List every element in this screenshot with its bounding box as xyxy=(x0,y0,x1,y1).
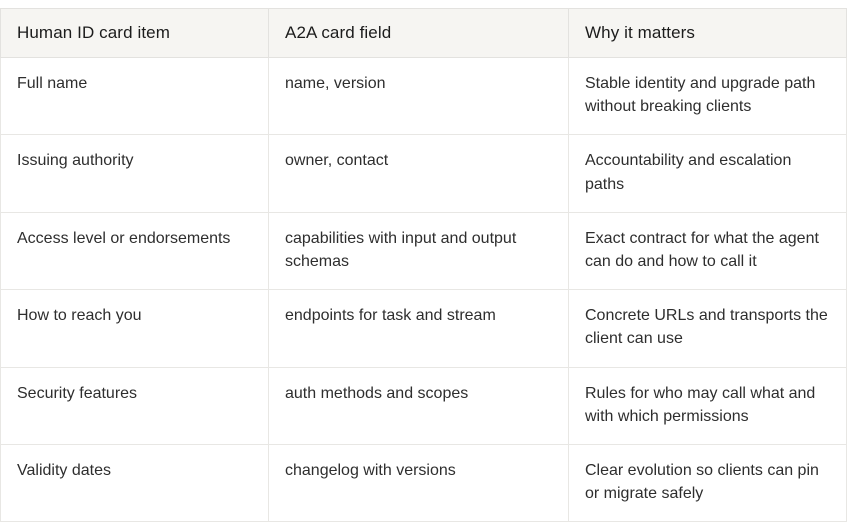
column-header-a2a-card-field: A2A card field xyxy=(268,8,569,58)
column-header-why-it-matters: Why it matters xyxy=(568,8,847,58)
cell-field: auth methods and scopes xyxy=(268,367,569,445)
cell-why: Concrete URLs and transports the client … xyxy=(568,289,847,368)
cell-why: Accountability and escalation paths xyxy=(568,134,847,213)
cell-why: Stable identity and upgrade path without… xyxy=(568,57,847,136)
cell-field: name, version xyxy=(268,57,569,136)
cell-field: changelog with versions xyxy=(268,444,569,522)
table-row: Validity dates changelog with versions C… xyxy=(0,444,847,522)
cell-field: endpoints for task and stream xyxy=(268,289,569,368)
cell-why: Exact contract for what the agent can do… xyxy=(568,212,847,291)
table-container: Human ID card item A2A card field Why it… xyxy=(0,8,847,522)
cell-item: Full name xyxy=(0,57,269,136)
table-row: Access level or endorsements capabilitie… xyxy=(0,212,847,291)
table-row: How to reach you endpoints for task and … xyxy=(0,289,847,368)
table-row: Security features auth methods and scope… xyxy=(0,367,847,445)
cell-item: How to reach you xyxy=(0,289,269,368)
table-body: Full name name, version Stable identity … xyxy=(0,57,847,522)
cell-field: owner, contact xyxy=(268,134,569,213)
cell-field: capabilities with input and output schem… xyxy=(268,212,569,291)
table-row: Issuing authority owner, contact Account… xyxy=(0,134,847,213)
comparison-table: Human ID card item A2A card field Why it… xyxy=(0,8,847,522)
table-row: Full name name, version Stable identity … xyxy=(0,57,847,136)
page-root: Human ID card item A2A card field Why it… xyxy=(0,8,847,522)
table-header-row: Human ID card item A2A card field Why it… xyxy=(0,8,847,58)
cell-why: Clear evolution so clients can pin or mi… xyxy=(568,444,847,522)
column-header-human-id-card-item: Human ID card item xyxy=(0,8,269,58)
cell-why: Rules for who may call what and with whi… xyxy=(568,367,847,445)
cell-item: Security features xyxy=(0,367,269,445)
cell-item: Access level or endorsements xyxy=(0,212,269,291)
cell-item: Validity dates xyxy=(0,444,269,522)
cell-item: Issuing authority xyxy=(0,134,269,213)
table-header: Human ID card item A2A card field Why it… xyxy=(0,8,847,58)
